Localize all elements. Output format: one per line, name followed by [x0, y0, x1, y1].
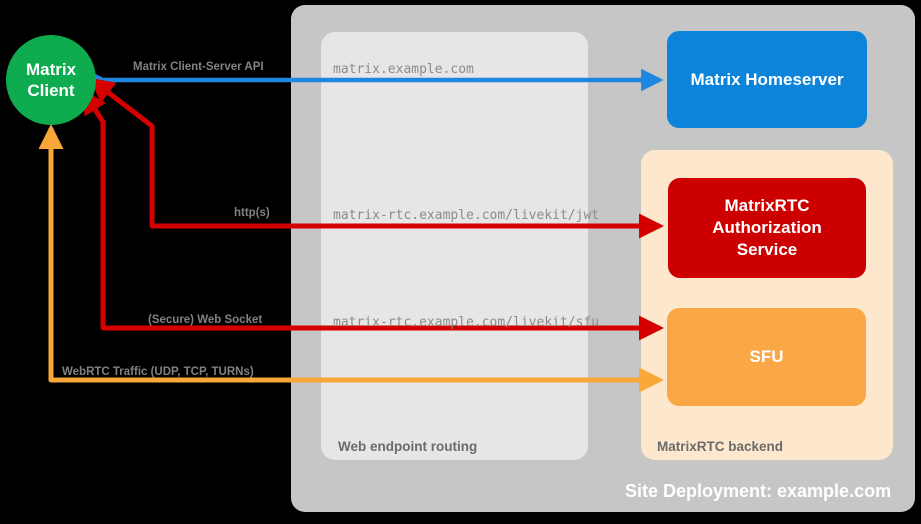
edge-http-s [88, 77, 665, 239]
edge-webrtc-traffic [38, 123, 665, 393]
caption-web-endpoint-routing: Web endpoint routing [338, 439, 478, 454]
node-matrix-homeserver[interactable]: Matrix Homeserver [667, 31, 867, 128]
edge-secure-web-socket [81, 88, 665, 341]
node-matrix-homeserver-label: Matrix Homeserver [690, 69, 844, 89]
caption-site-deployment: Site Deployment: example.com [625, 481, 892, 501]
endpoint-label-matrix: matrix.example.com [333, 62, 474, 77]
caption-matrixrtc-backend: MatrixRTC backend [657, 439, 784, 454]
edge-label-http-s: http(s) [234, 207, 270, 219]
edge-label-client-server-api: Matrix Client-Server API [133, 61, 264, 73]
endpoint-label-livekit-jwt: matrix-rtc.example.com/livekit/jwt [333, 208, 600, 223]
node-sfu-label: SFU [749, 347, 784, 366]
node-auth-label-line1: MatrixRTC [724, 195, 810, 215]
node-matrix-client-label-line2: Client [27, 81, 75, 100]
node-sfu[interactable]: SFU [667, 308, 866, 406]
endpoint-label-livekit-sfu: matrix-rtc.example.com/livekit/sfu [333, 315, 600, 330]
container-web-endpoint-routing [321, 32, 588, 460]
node-auth-label-line2: Authorization [712, 217, 822, 237]
node-matrixrtc-authorization-service[interactable]: MatrixRTC Authorization Service [668, 178, 866, 278]
edge-label-secure-web-socket: (Secure) Web Socket [148, 314, 263, 326]
node-auth-label-line3: Service [736, 240, 798, 260]
node-matrix-client[interactable]: Matrix Client [6, 35, 96, 125]
edge-label-webrtc-traffic: WebRTC Traffic (UDP, TCP, TURNs) [62, 366, 254, 378]
node-matrix-client-label-line1: Matrix [25, 59, 77, 79]
